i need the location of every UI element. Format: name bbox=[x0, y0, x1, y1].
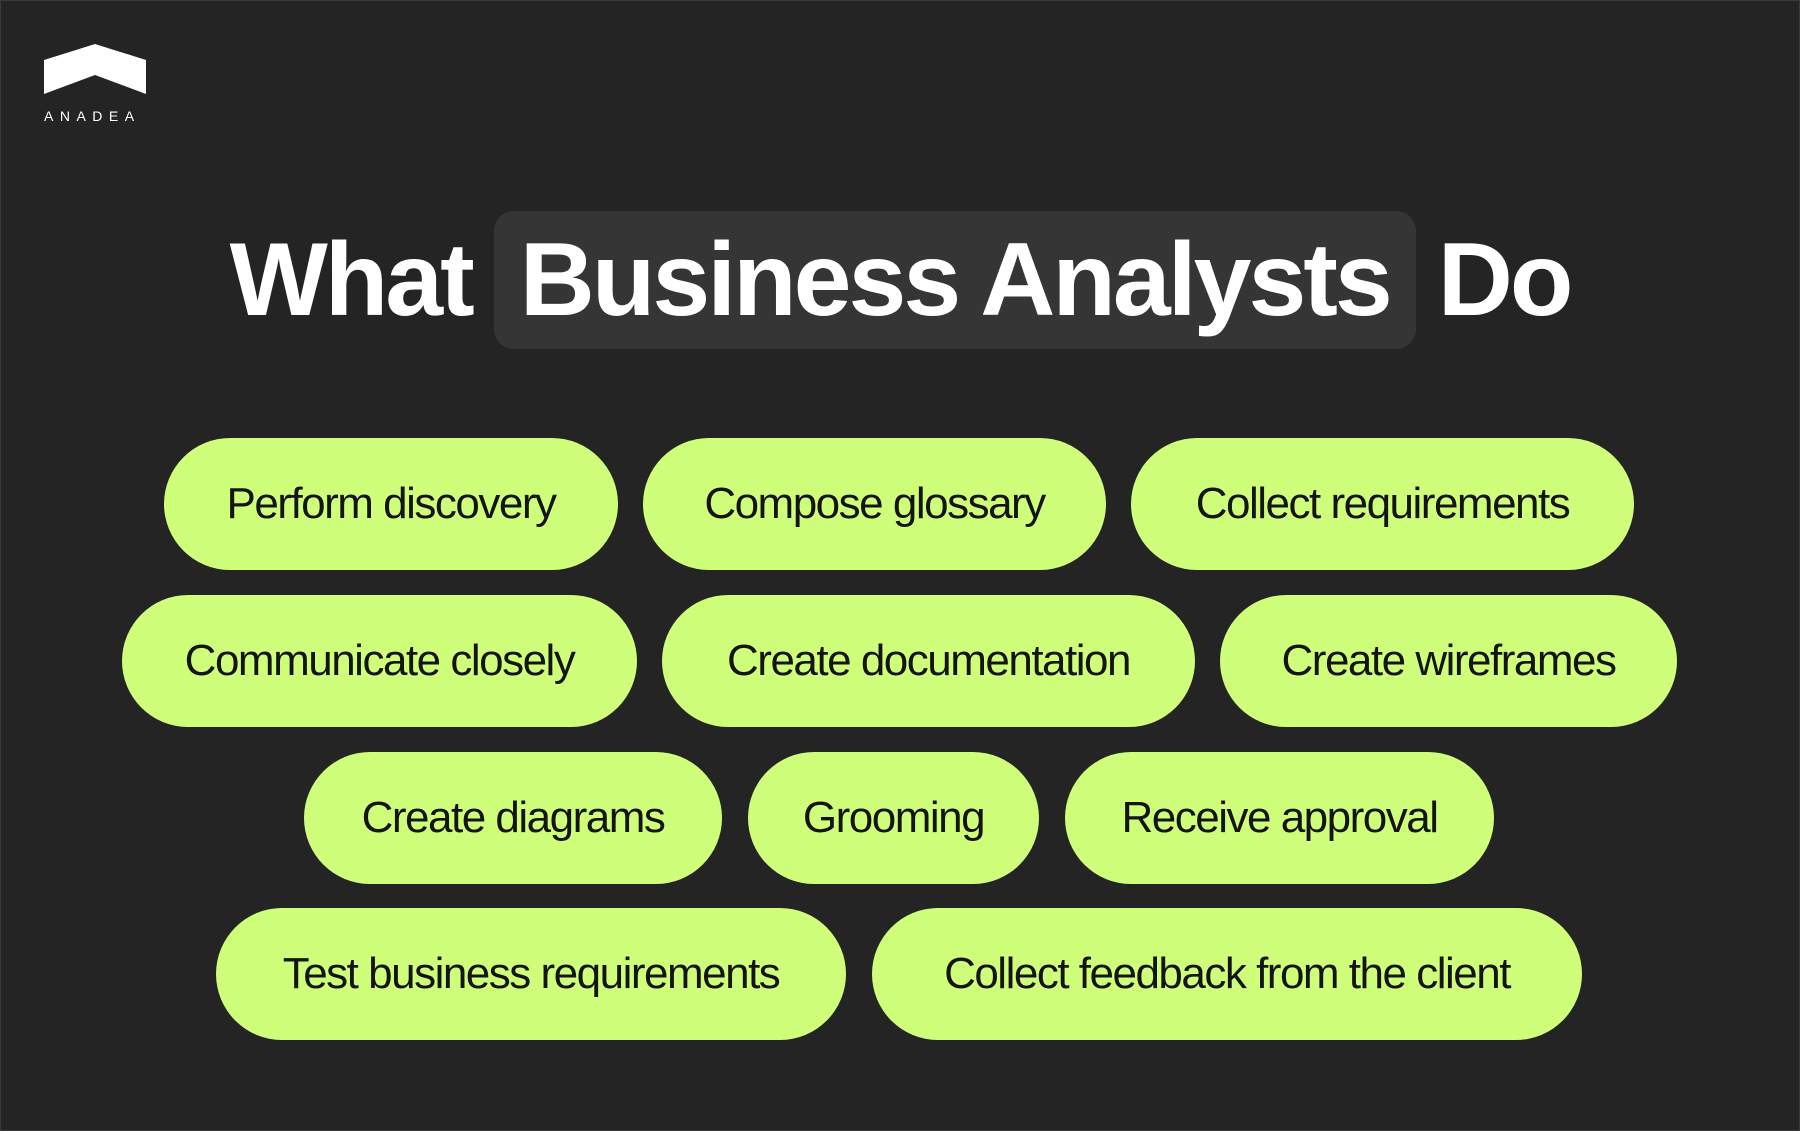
activity-pill-communicate-closely: Communicate closely bbox=[122, 595, 637, 727]
pill-label: Perform discovery bbox=[226, 479, 557, 528]
brand-logo: ANADEA bbox=[44, 44, 148, 124]
pill-label: Create wireframes bbox=[1281, 636, 1617, 685]
pill-label: Create diagrams bbox=[361, 793, 666, 842]
brand-name: ANADEA bbox=[44, 108, 141, 124]
pill-label: Grooming bbox=[802, 793, 986, 842]
pill-label: Create documentation bbox=[727, 636, 1131, 685]
title-highlight: Business Analysts bbox=[493, 211, 1416, 349]
activity-pill-create-wireframes: Create wireframes bbox=[1220, 595, 1677, 727]
pill-label: Communicate closely bbox=[184, 636, 576, 685]
title-highlight-text: Business Analysts bbox=[519, 221, 1393, 338]
activity-pill-grooming: Grooming bbox=[748, 752, 1039, 884]
pill-label: Test business requirements bbox=[282, 949, 781, 998]
roof-chevron-icon bbox=[44, 44, 146, 94]
page-title: What Business Analysts Do bbox=[0, 210, 1800, 350]
activity-pill-create-diagrams: Create diagrams bbox=[304, 752, 722, 884]
activity-pill-collect-feedback: Collect feedback from the client bbox=[872, 908, 1582, 1040]
pill-label: Compose glossary bbox=[704, 479, 1046, 528]
activity-pill-compose-glossary: Compose glossary bbox=[643, 438, 1106, 570]
activity-pill-create-documentation: Create documentation bbox=[662, 595, 1195, 727]
activity-pill-perform-discovery: Perform discovery bbox=[164, 438, 618, 570]
title-prefix: What bbox=[229, 221, 475, 338]
pill-label: Receive approval bbox=[1121, 793, 1439, 842]
activity-pill-test-business-requirements: Test business requirements bbox=[216, 908, 846, 1040]
title-suffix: Do bbox=[1437, 221, 1574, 338]
pill-label: Collect feedback from the client bbox=[944, 949, 1511, 998]
pill-label: Collect requirements bbox=[1195, 479, 1571, 528]
activity-pill-collect-requirements: Collect requirements bbox=[1131, 438, 1634, 570]
activity-pill-receive-approval: Receive approval bbox=[1065, 752, 1494, 884]
